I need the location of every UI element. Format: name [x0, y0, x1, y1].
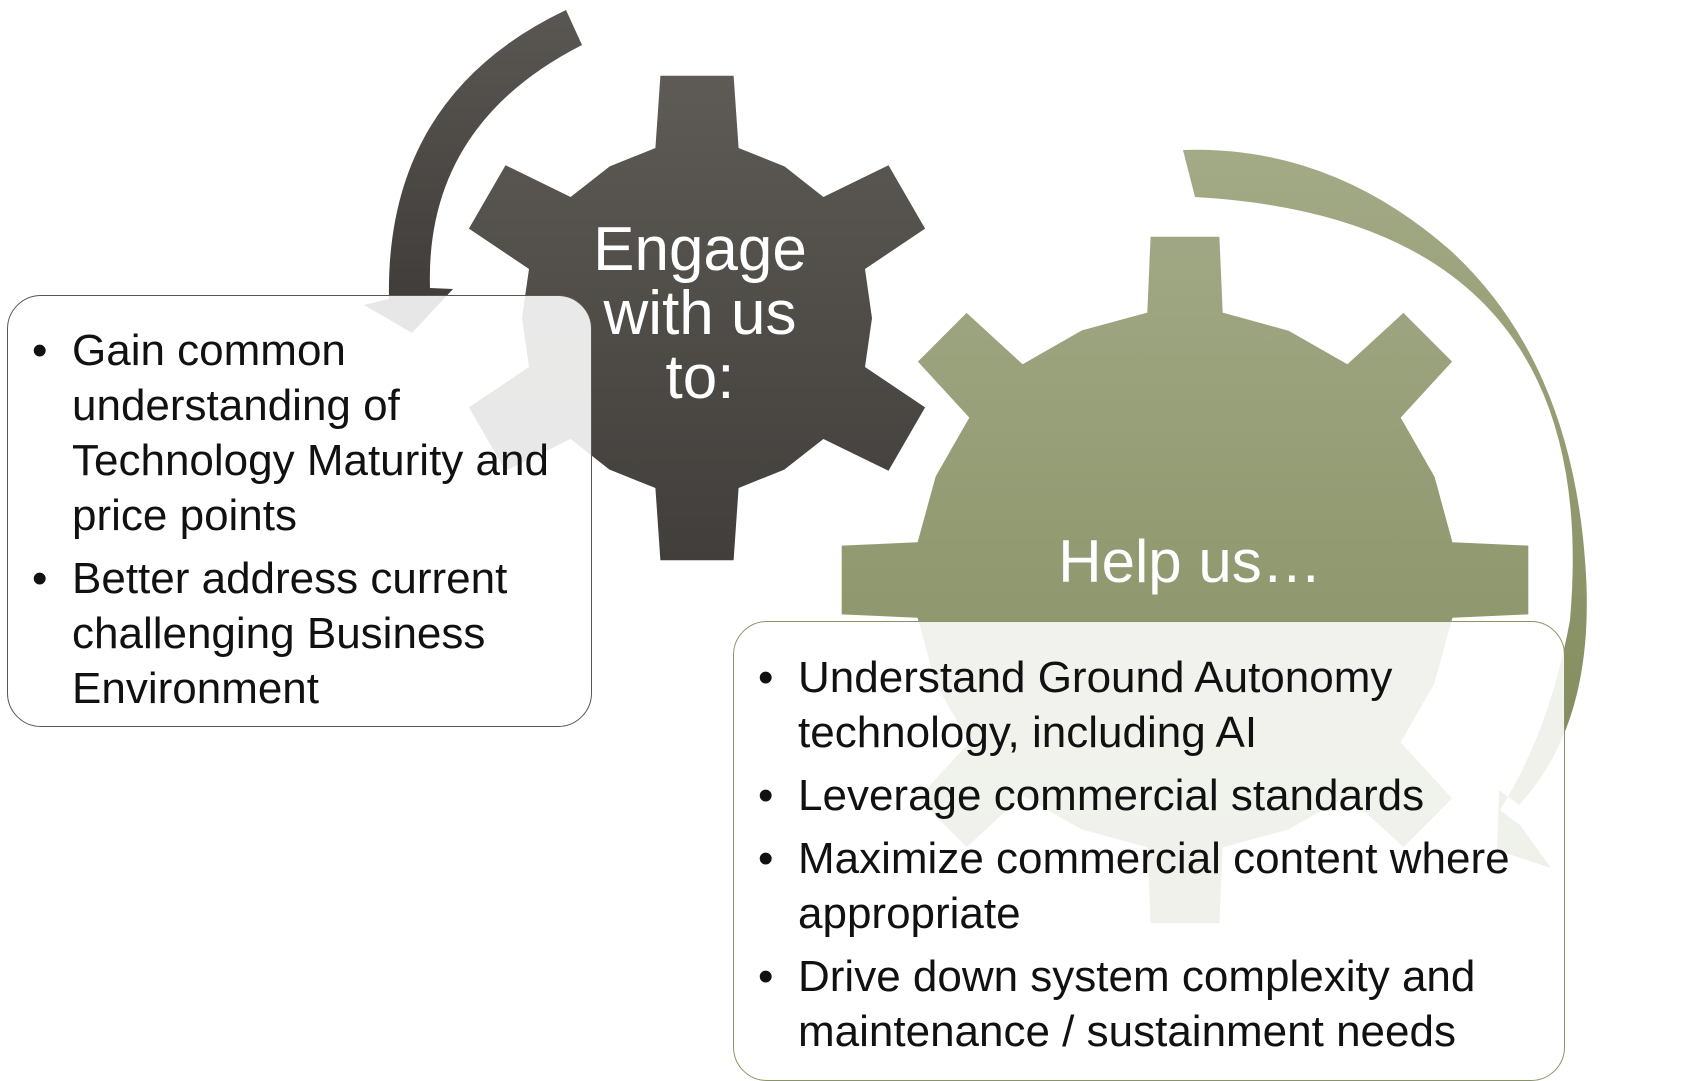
- engage-label-line: Engage: [593, 215, 807, 284]
- list-item: Understand Ground Autonomy technology, i…: [758, 650, 1558, 760]
- list-item: Drive down system complexity and mainten…: [758, 949, 1558, 1059]
- list-item: Maximize commercial content where approp…: [758, 831, 1558, 941]
- engage-label-line: to:: [665, 343, 735, 412]
- list-item: Leverage commercial standards: [758, 768, 1558, 823]
- left-bullet-list: Gain common understanding of Technology …: [32, 323, 572, 724]
- engage-label-line: with us: [603, 279, 797, 348]
- list-item: Gain common understanding of Technology …: [32, 323, 572, 543]
- right-bullet-list: Understand Ground Autonomy technology, i…: [758, 650, 1558, 1067]
- list-item: Better address current challenging Busin…: [32, 551, 572, 716]
- help-gear-label: Help us…: [1058, 528, 1322, 595]
- engage-gear-label: Engage with us to:: [560, 218, 840, 410]
- curved-arrow-icon: [364, 10, 582, 333]
